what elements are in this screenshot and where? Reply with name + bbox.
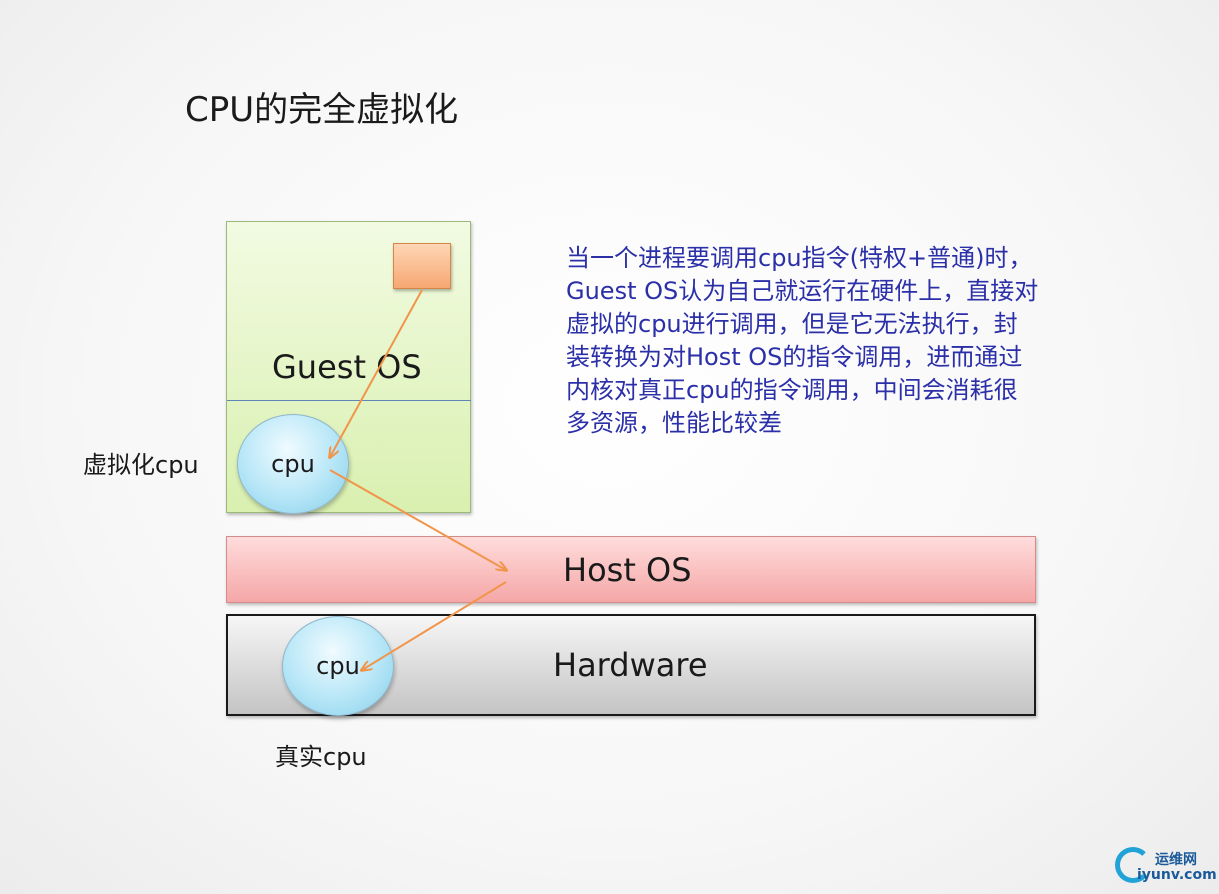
hardware-label: Hardware	[553, 646, 708, 684]
guest-os-divider	[227, 400, 471, 401]
process-box	[393, 243, 451, 289]
description-line: 装转换为对Host OS的指令调用，进而通过	[566, 343, 1023, 371]
description-line: Guest OS认为自己就运行在硬件上，直接对	[566, 277, 1039, 305]
real-cpu-circle: cpu	[282, 616, 394, 716]
description-text: 当一个进程要调用cpu指令(特权+普通)时， Guest OS认为自己就运行在硬…	[566, 242, 1126, 440]
description-line: 虚拟的cpu进行调用，但是它无法执行，封	[566, 310, 1018, 338]
description-line: 内核对真正cpu的指令调用，中间会消耗很	[566, 376, 1018, 404]
virtual-cpu-caption: 虚拟化cpu	[83, 451, 199, 479]
virtual-cpu-label: cpu	[271, 450, 315, 478]
description-line: 当一个进程要调用cpu指令(特权+普通)时，	[566, 244, 1033, 272]
description-line: 多资源，性能比较差	[566, 409, 782, 437]
watermark-top: 运维网	[1155, 852, 1197, 868]
watermark-logo: 运维网 iyunv.com	[1115, 845, 1217, 889]
host-os-label: Host OS	[563, 551, 692, 589]
guest-os-label: Guest OS	[272, 348, 422, 386]
real-cpu-caption: 真实cpu	[275, 743, 367, 771]
slide-title: CPU的完全虚拟化	[185, 90, 459, 130]
virtual-cpu-circle: cpu	[237, 414, 349, 514]
logo-ring-icon	[1115, 847, 1151, 883]
watermark-bottom: iyunv.com	[1137, 867, 1217, 883]
real-cpu-label: cpu	[316, 652, 360, 680]
